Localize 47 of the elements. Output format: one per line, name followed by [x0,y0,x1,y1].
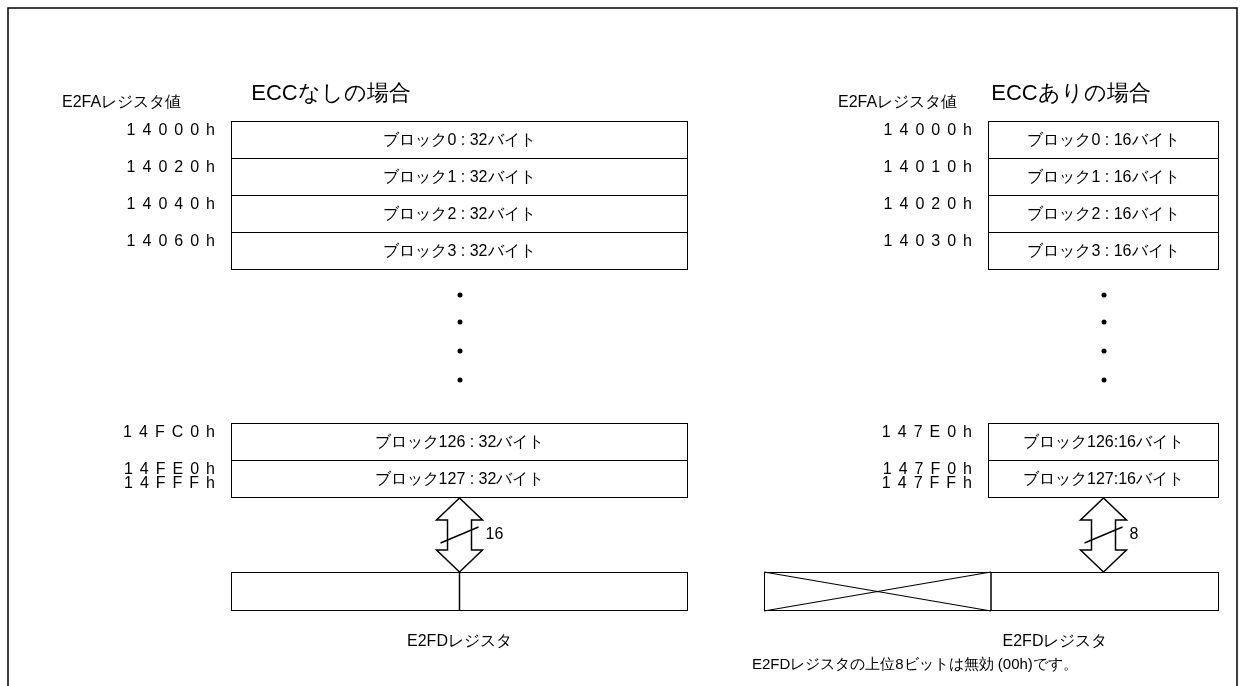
memory-block [231,121,688,159]
address-label: 14010h [883,160,979,174]
address-label: 147E0h [881,425,979,439]
memory-block [988,423,1219,461]
address-label: 147FFh [881,476,979,490]
memory-block [988,158,1219,196]
address-label: 14000h [883,123,979,137]
section-title: ECCなしの場合 [251,79,411,107]
memory-block [988,121,1219,159]
address-label: 14060h [126,234,222,248]
register-box [764,572,1219,611]
memory-block [231,460,688,498]
block-label: ブロック0 : 32バイト [383,129,536,150]
block-label: ブロック126:16バイト [1023,431,1184,452]
register-label: E2FDレジスタ [1002,631,1108,651]
address-label: 14020h [883,197,979,211]
address-label: 14030h [883,234,979,248]
register-label: E2FDレジスタ [407,631,512,651]
memory-block [231,232,688,270]
block-label: ブロック126 : 32バイト [374,431,545,452]
block-label: ブロック2 : 32バイト [383,203,536,224]
memory-block [231,195,688,233]
memory-block [988,232,1219,270]
axis-caption: E2FAレジスタ値 [62,92,182,112]
address-label: 14020h [126,160,222,174]
memory-block [231,158,688,196]
block-label: ブロック2 : 16バイト [1027,203,1180,224]
memory-block [988,460,1219,498]
register-box [231,572,688,611]
block-label: ブロック0 : 16バイト [1027,129,1180,150]
block-label: ブロック1 : 16バイト [1027,166,1180,187]
block-label: ブロック127:16バイト [1023,468,1184,489]
address-label: 14FE0h [123,462,222,476]
address-label: 14040h [126,197,222,211]
address-label: 14000h [126,123,222,137]
block-label: ブロック1 : 32バイト [383,166,536,187]
memory-block [988,195,1219,233]
block-label: ブロック127 : 32バイト [374,468,545,489]
section-title: ECCありの場合 [991,79,1151,107]
memory-block [231,423,688,461]
note-text: E2FDレジスタの上位8ビットは無効 (00h)です。 [752,655,1078,674]
block-label: ブロック3 : 16バイト [1027,240,1180,261]
axis-caption: E2FAレジスタ値 [838,92,958,112]
address-label: 14FFFh [124,476,222,490]
address-label: 14FC0h [123,425,222,439]
address-label: 147F0h [882,462,979,476]
block-label: ブロック3 : 32バイト [383,240,536,261]
